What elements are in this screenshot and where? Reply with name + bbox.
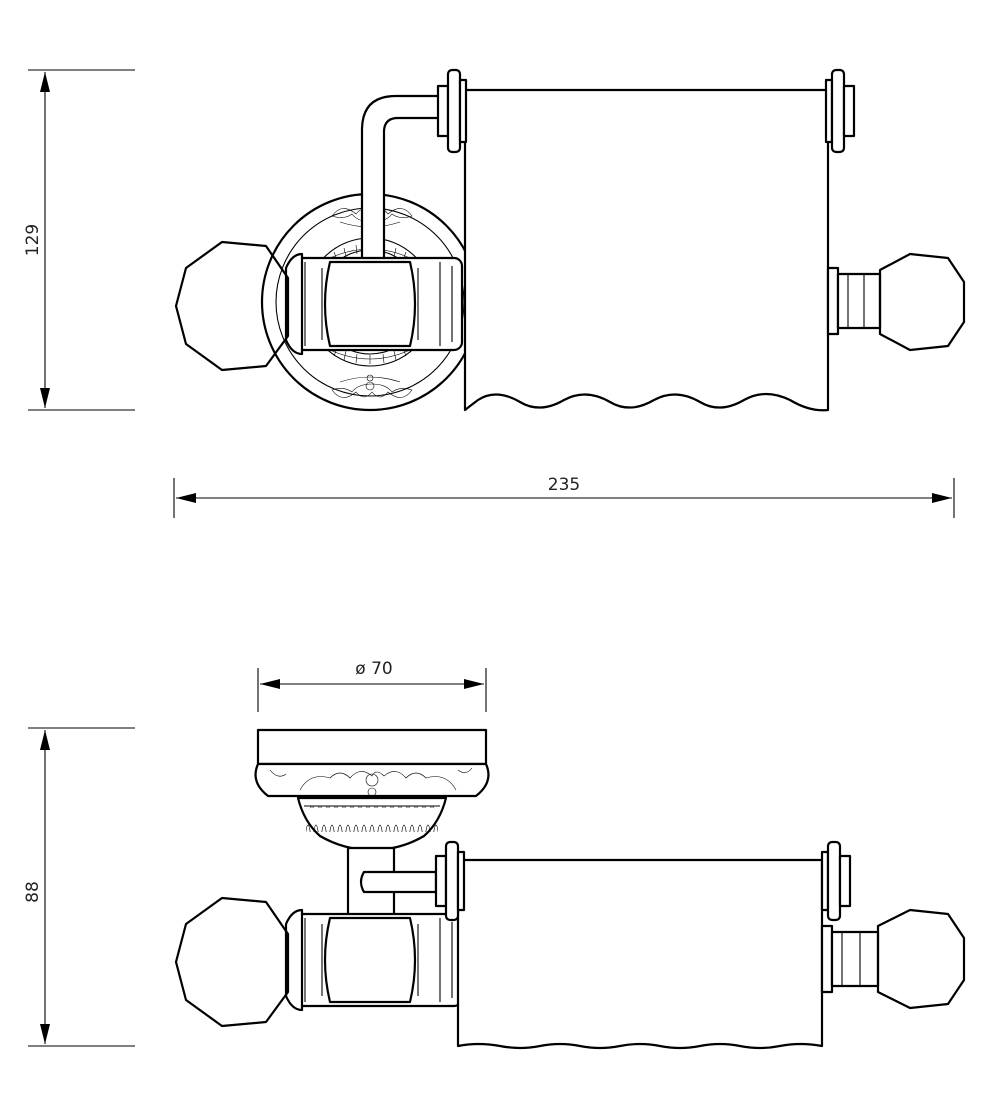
crystal-knob-left-bottom [174,896,290,1028]
roll-cap-right-bottom [820,840,852,922]
dimension-label-129: 129 [23,224,43,256]
dimension-diameter: ø 70 [257,659,487,712]
bottom-view: ø 70 88 [23,659,966,1050]
dimension-label-235: 235 [548,475,580,495]
roll-cap-left-bottom [434,840,466,922]
dimension-label-diameter: ø 70 [355,659,392,679]
paper-roll-top [463,88,830,412]
spindle-bar-top [284,252,464,356]
spindle-bar-bottom [284,908,464,1012]
wall-plate-side [254,728,490,852]
rosette-ornament-bottom [331,374,413,398]
dimension-label-88: 88 [23,881,43,903]
dimension-height-top: 129 [23,69,135,411]
roll-cap-left-top [436,68,468,154]
dimension-width: 235 [173,475,955,518]
crystal-knob-left-top [174,240,290,372]
spindle-end-right-top [826,252,966,352]
dimension-height-bottom: 88 [23,727,135,1047]
roll-cap-right-top [824,68,856,154]
spindle-end-right-bottom [820,908,966,1010]
top-view: 129 [23,68,966,518]
paper-roll-bottom [456,858,824,1050]
